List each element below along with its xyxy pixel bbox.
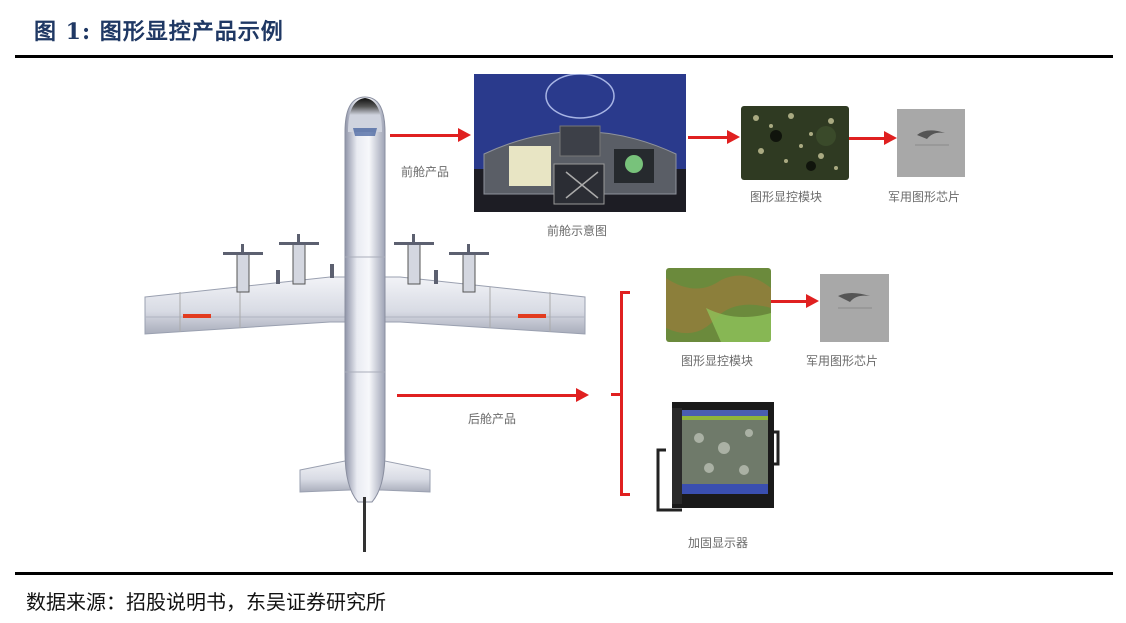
rear-module-image [666,268,771,342]
aircraft-image [144,96,586,552]
front-arrow-line [390,134,460,137]
cockpit-image [474,74,686,212]
bracket-vertical [620,291,623,496]
front-module-caption: 图形显控模块 [750,190,823,204]
front-chip-caption: 军用图形芯片 [888,190,961,204]
front-arrow-head [458,128,471,142]
figure-title: 图 1: 图形显控产品示例 [34,14,284,46]
bracket-bottom [620,493,630,496]
rear-arrow-head [576,388,589,402]
cockpit-to-module-arrow-head [727,130,740,144]
rear-cabin-label: 后舱产品 [468,412,517,426]
figure-label: 图 1: [34,19,92,45]
rear-module-to-chip-arrow-line [771,300,809,303]
rear-chip-caption: 军用图形芯片 [806,354,879,368]
bracket-tick [611,393,621,396]
cockpit-to-module-arrow-line [688,136,730,139]
rugged-display-caption: 加固显示器 [688,536,749,550]
rugged-display-image [654,398,784,516]
rear-module-caption: 图形显控模块 [681,354,754,368]
bracket-top [620,291,630,294]
front-chip-image [897,109,965,177]
figure-title-text: 图形显控产品示例 [99,19,284,45]
source-note: 数据来源：招股说明书，东吴证券研究所 [26,590,386,614]
front-module-to-chip-arrow-line [849,137,887,140]
front-module-to-chip-arrow-head [884,131,897,145]
top-rule [15,55,1113,58]
front-cabin-label: 前舱产品 [401,165,450,179]
front-module-image [741,106,849,180]
bottom-rule [15,572,1113,575]
rear-arrow-line [397,394,577,397]
rear-chip-image [820,274,889,342]
cockpit-caption: 前舱示意图 [547,224,608,238]
rear-module-to-chip-arrow-head [806,294,819,308]
